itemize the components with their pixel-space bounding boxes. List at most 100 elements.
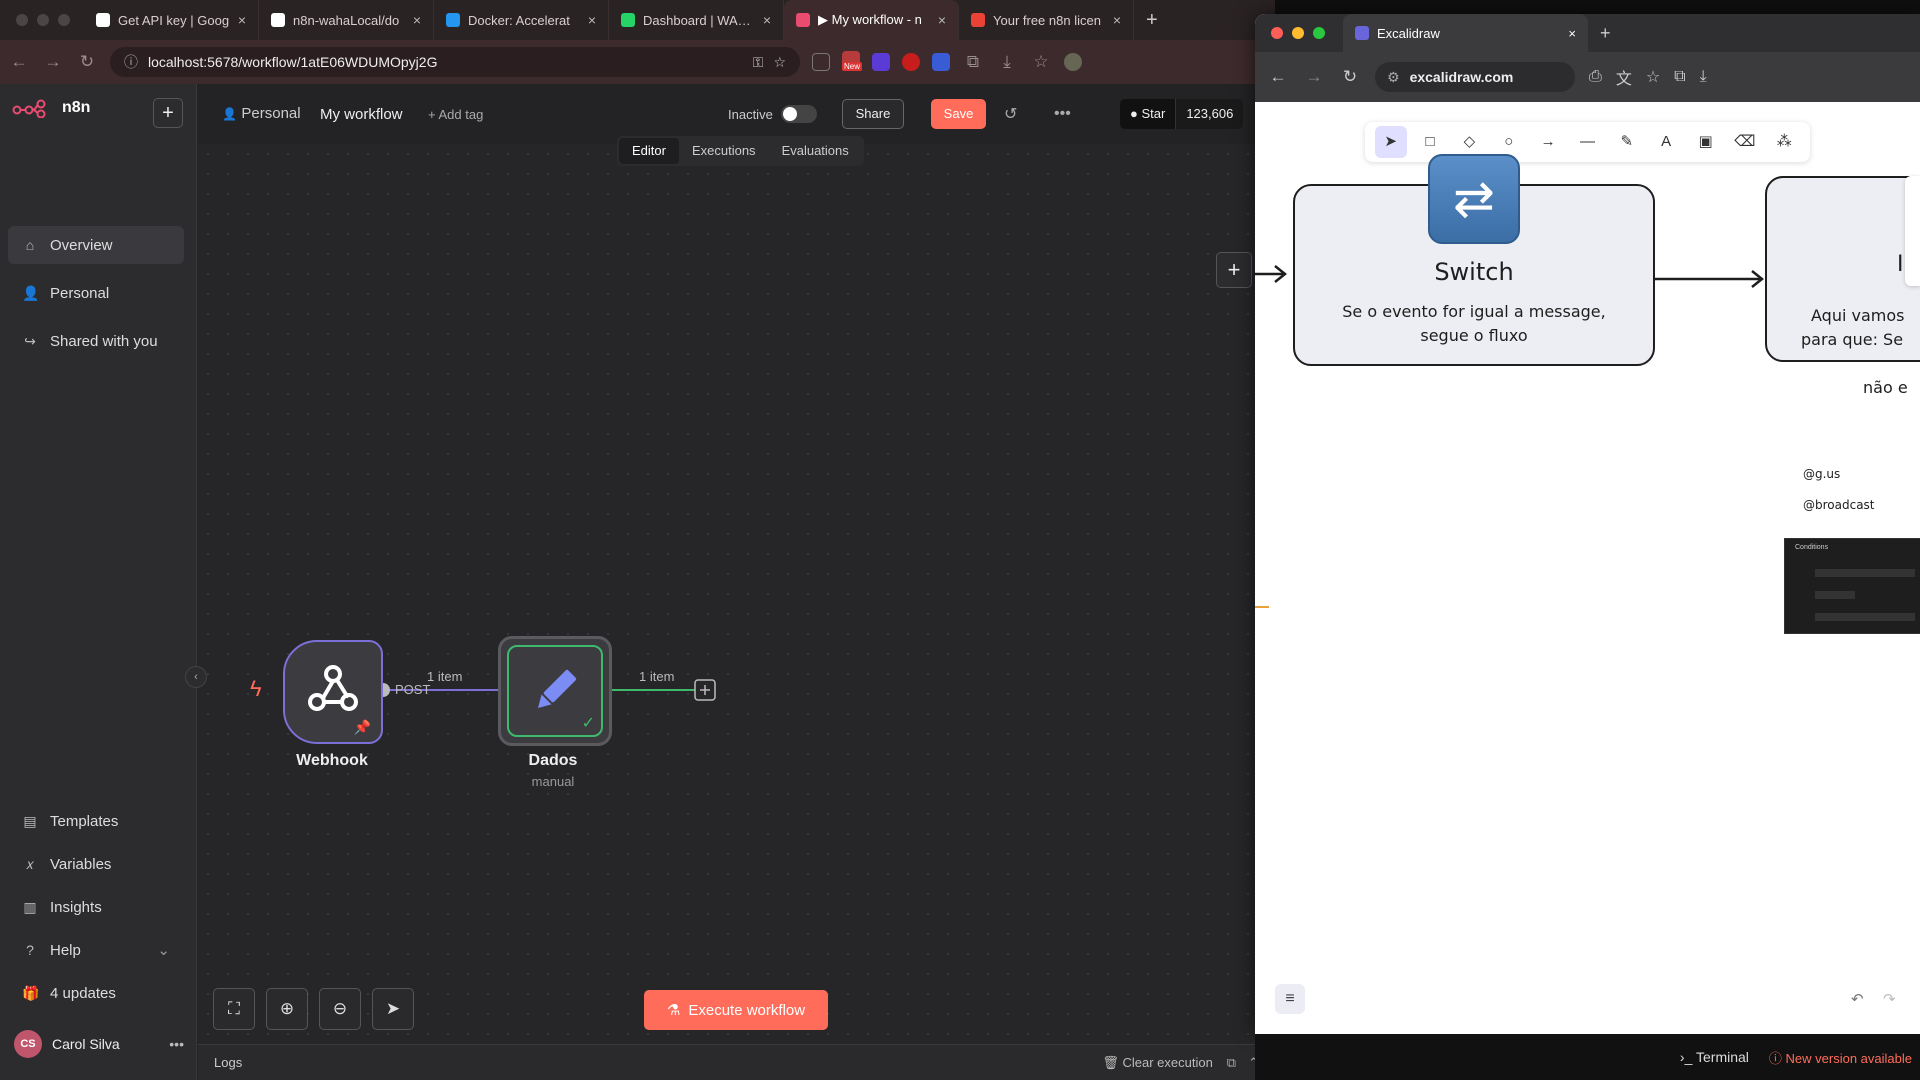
new-version-notice[interactable]: ⓘ New version available bbox=[1768, 1050, 1912, 1066]
if-card[interactable]: IF Aqui vamos para que: Se bbox=[1765, 176, 1920, 362]
tab-evaluations[interactable]: Evaluations bbox=[781, 143, 849, 158]
undo-icon[interactable]: ↶ bbox=[1851, 991, 1864, 1008]
side-panel-tab[interactable] bbox=[1905, 176, 1920, 286]
download-icon[interactable]: ⤓ bbox=[1003, 52, 1011, 71]
breadcrumb[interactable]: 👤 Personal bbox=[222, 105, 301, 123]
webhook-node[interactable]: 📌 bbox=[283, 640, 383, 744]
user-menu[interactable]: CS Carol Silva ••• bbox=[14, 1030, 184, 1058]
sidebar-item-4-updates[interactable]: 🎁4 updates bbox=[8, 974, 184, 1012]
extensions-icon[interactable]: ⧉ bbox=[1674, 68, 1686, 85]
close-tab-icon[interactable]: × bbox=[412, 12, 421, 28]
tidy-up-button[interactable]: ➤ bbox=[372, 988, 414, 1030]
excalidraw-menu-button[interactable]: ≡ bbox=[1275, 984, 1305, 1014]
user-more-icon[interactable]: ••• bbox=[169, 1036, 184, 1052]
popout-icon[interactable]: ⧉ bbox=[1226, 1054, 1237, 1070]
browser-tab[interactable]: Docker: Accelerat× bbox=[434, 0, 609, 40]
maximize-window-button[interactable] bbox=[1313, 27, 1325, 39]
bookmark-star-icon[interactable]: ☆ bbox=[1645, 69, 1661, 86]
url-field[interactable]: ⓘ localhost:5678/workflow/1atE06WDUMOpyj… bbox=[110, 47, 800, 77]
sidebar-item-help[interactable]: ?Help⌄ bbox=[8, 931, 184, 969]
excalidraw-canvas[interactable]: ➤ □ ◇ ○ → — ✎ A ▣ ⌫ ⁂ Switch Se bbox=[1255, 102, 1920, 1034]
close-tab-icon[interactable]: × bbox=[1568, 25, 1576, 41]
line-tool-icon[interactable]: — bbox=[1579, 133, 1595, 150]
more-options-icon[interactable]: ••• bbox=[1054, 105, 1071, 122]
execute-workflow-button[interactable]: ⚗ Execute workflow bbox=[644, 990, 828, 1030]
maximize-window-button[interactable] bbox=[58, 14, 70, 26]
translate-icon[interactable]: 文 bbox=[1615, 71, 1632, 88]
add-node-button[interactable]: + bbox=[1216, 252, 1252, 288]
text-tool-icon[interactable]: A bbox=[1661, 133, 1672, 150]
chevron-up-icon[interactable]: ⌃ bbox=[1248, 1054, 1259, 1070]
conditions-screenshot[interactable]: Conditions bbox=[1784, 538, 1920, 634]
save-button[interactable]: Save bbox=[931, 99, 986, 129]
forward-icon[interactable]: → bbox=[44, 52, 62, 71]
download-icon[interactable]: ⤓ bbox=[1699, 68, 1707, 85]
bookmark-star-icon[interactable]: ☆ bbox=[773, 53, 786, 70]
red-extension-icon[interactable] bbox=[902, 53, 920, 71]
zoom-in-button[interactable]: ⊕ bbox=[266, 988, 308, 1030]
selection-tool-icon[interactable]: ➤ bbox=[1374, 126, 1407, 158]
minimize-window-button[interactable] bbox=[37, 14, 49, 26]
minimize-window-button[interactable] bbox=[1292, 27, 1304, 39]
eraser-tool-icon[interactable]: ⌫ bbox=[1734, 133, 1756, 150]
excalidraw-url-field[interactable]: ⚙ excalidraw.com bbox=[1375, 62, 1575, 92]
profile-avatar-icon[interactable] bbox=[1064, 53, 1082, 71]
browser-tab[interactable]: ▶ My workflow - n× bbox=[784, 0, 959, 40]
collapse-sidebar-icon[interactable]: ‹ bbox=[185, 666, 207, 688]
site-info-icon[interactable]: ⓘ bbox=[124, 54, 138, 70]
image-tool-icon[interactable]: ▣ bbox=[1698, 133, 1713, 150]
rectangle-tool-icon[interactable]: □ bbox=[1425, 133, 1435, 150]
k-extension-icon[interactable] bbox=[872, 53, 890, 71]
new-tab-button[interactable]: + bbox=[1146, 8, 1158, 31]
sidebar-item-insights[interactable]: ▥Insights bbox=[8, 888, 184, 926]
close-tab-icon[interactable]: × bbox=[237, 12, 246, 28]
close-tab-icon[interactable]: × bbox=[1112, 12, 1121, 28]
shuffle-icon[interactable]: ⇄ bbox=[1428, 154, 1520, 244]
install-app-icon[interactable]: ⎙ bbox=[1589, 68, 1602, 85]
tab-editor[interactable]: Editor bbox=[619, 138, 679, 164]
fit-view-button[interactable]: ⛶ bbox=[213, 988, 255, 1030]
close-tab-icon[interactable]: × bbox=[937, 12, 946, 28]
create-button[interactable]: + bbox=[153, 98, 183, 128]
chevron-down-icon[interactable]: ⌄ bbox=[157, 942, 170, 959]
browser-tab[interactable]: Your free n8n licen× bbox=[959, 0, 1134, 40]
site-settings-icon[interactable]: ⚙ bbox=[1387, 68, 1400, 85]
dados-node[interactable]: ✓ bbox=[498, 636, 612, 746]
history-icon[interactable]: ↺ bbox=[1004, 106, 1018, 123]
arrow-tool-icon[interactable]: → bbox=[1540, 133, 1556, 150]
key-icon[interactable]: ⚿ bbox=[752, 53, 764, 70]
zoom-out-button[interactable]: ⊖ bbox=[319, 988, 361, 1030]
share-button[interactable]: Share bbox=[842, 99, 904, 129]
close-tab-icon[interactable]: × bbox=[587, 12, 596, 28]
active-toggle[interactable] bbox=[781, 105, 817, 123]
browser-tab[interactable]: Dashboard | WAHA× bbox=[609, 0, 784, 40]
forward-icon[interactable]: → bbox=[1305, 67, 1323, 86]
close-window-button[interactable] bbox=[1271, 27, 1283, 39]
n8n-logo[interactable]: n8n bbox=[12, 98, 90, 118]
bookmarks-icon[interactable]: ☆ bbox=[1033, 52, 1049, 71]
browser-tab[interactable]: n8n-wahaLocal/do× bbox=[259, 0, 434, 40]
ellipse-tool-icon[interactable]: ○ bbox=[1504, 133, 1514, 150]
draw-tool-icon[interactable]: ✎ bbox=[1620, 133, 1634, 150]
clear-execution-button[interactable]: 🗑 Clear execution bbox=[1102, 1054, 1213, 1070]
add-tag-button[interactable]: + Add tag bbox=[428, 106, 484, 122]
more-tools-icon[interactable]: ⁂ bbox=[1776, 133, 1792, 150]
tab-executions[interactable]: Executions bbox=[691, 143, 756, 158]
note-g-us[interactable]: @g.us bbox=[1803, 467, 1841, 481]
logs-bar[interactable]: Logs 🗑 Clear execution ⧉ ⌃ bbox=[198, 1044, 1275, 1080]
tag-extension-icon[interactable] bbox=[932, 53, 950, 71]
extensions-icon[interactable]: ⧉ bbox=[966, 52, 980, 71]
excalidraw-tab[interactable]: Excalidraw × bbox=[1343, 14, 1588, 52]
close-window-button[interactable] bbox=[16, 14, 28, 26]
github-star-button[interactable]: ● Star 123,606 bbox=[1120, 99, 1244, 129]
sidebar-item-templates[interactable]: ▤Templates bbox=[8, 802, 184, 840]
new-tab-button[interactable]: + bbox=[1600, 22, 1611, 43]
sidebar-item-overview[interactable]: ⌂Overview bbox=[8, 226, 184, 264]
reload-icon[interactable]: ↻ bbox=[1342, 67, 1358, 86]
browser-tab[interactable]: Get API key | Goog× bbox=[84, 0, 259, 40]
workflow-name[interactable]: My workflow bbox=[320, 105, 403, 123]
diamond-tool-icon[interactable]: ◇ bbox=[1463, 133, 1476, 150]
redo-icon[interactable]: ↷ bbox=[1883, 991, 1896, 1008]
new-extension-icon[interactable]: New bbox=[842, 50, 863, 74]
